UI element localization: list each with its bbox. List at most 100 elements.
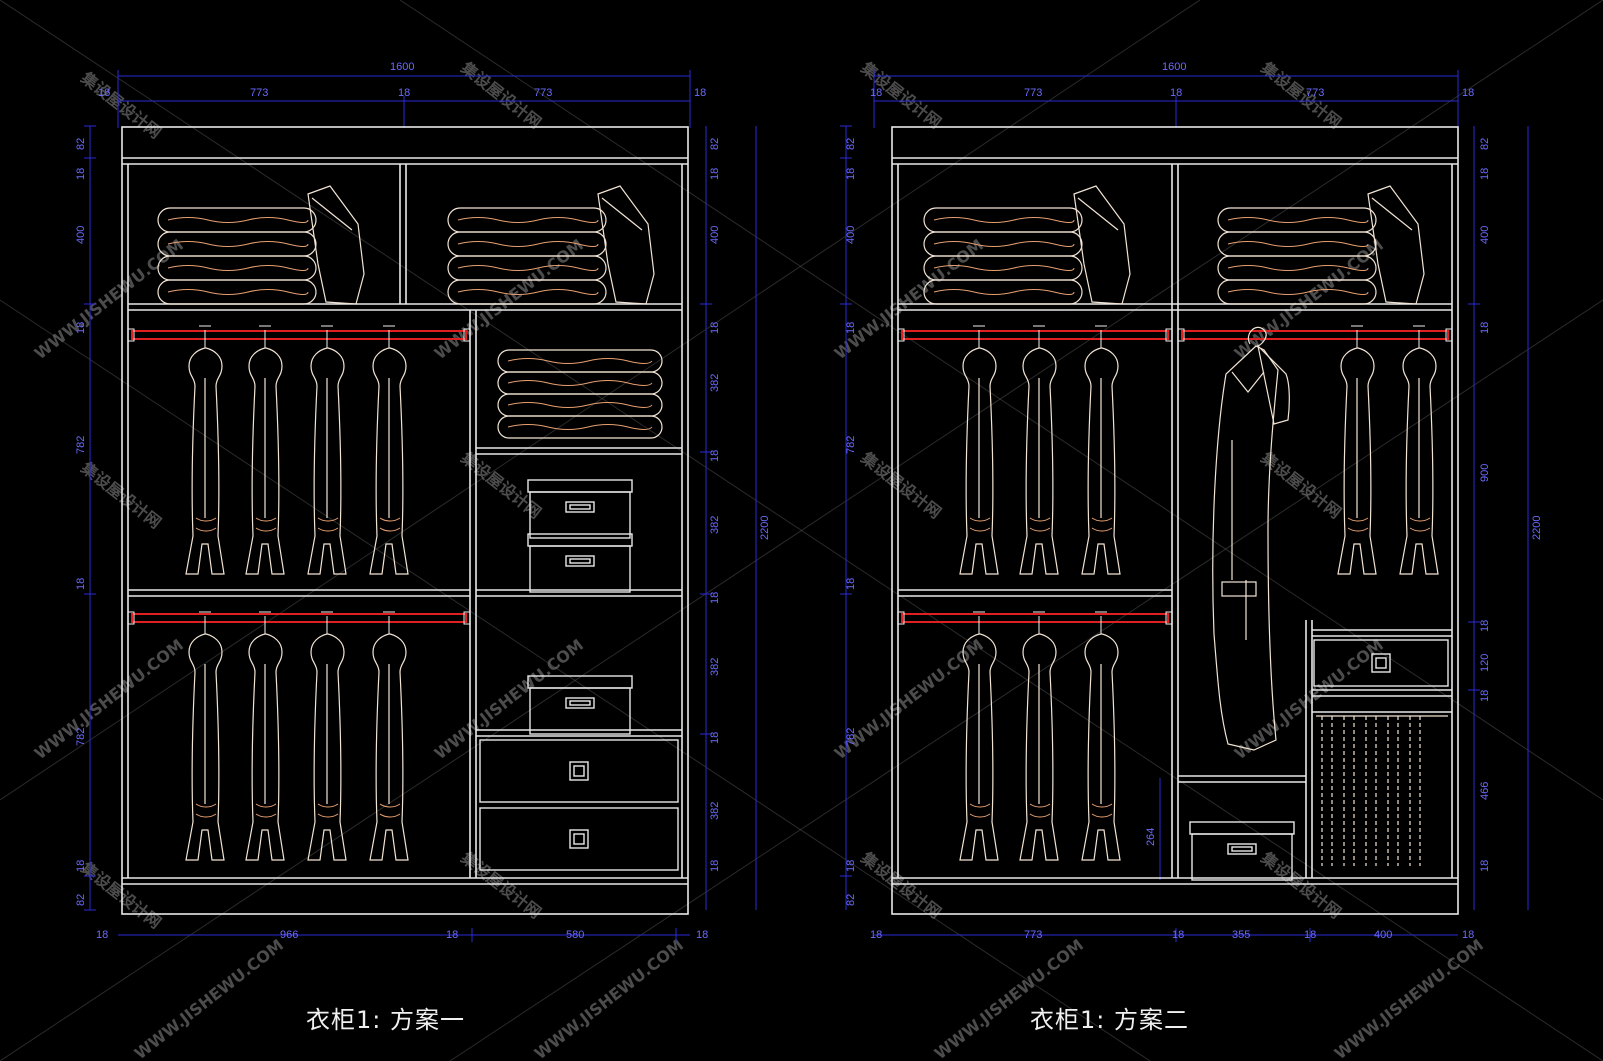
- dim-bottom: 18: [870, 929, 882, 941]
- dim-left-bay: 773: [250, 87, 268, 99]
- dim-bottom: 18: [696, 929, 708, 941]
- drawer: [1313, 639, 1449, 687]
- watermark-en: WWW.JISHEWU.COM: [131, 935, 287, 1061]
- trouser-rack: [1316, 715, 1448, 866]
- hanging-trousers: [1337, 325, 1377, 575]
- dim-left: 782: [75, 728, 87, 746]
- carcass: [121, 126, 689, 915]
- dim-left-bay: 773: [1024, 87, 1042, 99]
- dim-side-thickness: 18: [870, 87, 882, 99]
- dim-left: 18: [75, 578, 87, 590]
- dim-left: 18: [75, 860, 87, 872]
- dim-left: 782: [845, 436, 857, 454]
- wardrobe-plan-one: 1600 18 773 18 773 18 82 18 400 18 782 1…: [75, 61, 771, 942]
- dim-right: 82: [1479, 138, 1491, 150]
- dim-right: 900: [1479, 464, 1491, 482]
- dim-left: 18: [75, 168, 87, 180]
- watermark-en: WWW.JISHEWU.COM: [931, 935, 1087, 1061]
- dim-right: 18: [709, 168, 721, 180]
- dim-right-bay: 773: [534, 87, 552, 99]
- hanging-trousers: [185, 325, 225, 575]
- dim-right: 382: [709, 374, 721, 392]
- dim-left: 18: [845, 322, 857, 334]
- hanging-trousers: [1081, 325, 1121, 575]
- storage-box: [527, 675, 633, 735]
- dim-side-thickness-r: 18: [694, 87, 706, 99]
- watermark-en: WWW.JISHEWU.COM: [531, 935, 687, 1061]
- dim-total-width: 1600: [1162, 61, 1186, 73]
- dim-left: 82: [75, 894, 87, 906]
- hanging-trousers: [1019, 325, 1059, 575]
- dim-left: 18: [75, 322, 87, 334]
- storage-box: [527, 533, 633, 593]
- folded-clothes: [497, 349, 663, 439]
- watermark-en: WWW.JISHEWU.COM: [431, 635, 587, 763]
- dim-bottom: 773: [1024, 929, 1042, 941]
- hanging-trousers: [1399, 325, 1439, 575]
- dim-right: 18: [1479, 620, 1491, 632]
- dim-bottom: 966: [280, 929, 298, 941]
- hanging-trousers: [185, 611, 225, 861]
- dim-bottom: 18: [1172, 929, 1184, 941]
- dim-total-height: 2200: [1531, 516, 1543, 540]
- dim-right: 382: [709, 802, 721, 820]
- watermark-cn: 集设屋设计网: [1257, 58, 1345, 133]
- dim-left: 18: [845, 578, 857, 590]
- plan-one-caption: 衣柜1: 方案一: [306, 1006, 465, 1034]
- dim-side-thickness-r: 18: [1462, 87, 1474, 99]
- dim-right: 466: [1479, 782, 1491, 800]
- dim-right: 18: [1479, 168, 1491, 180]
- dim-mid-thickness: 18: [398, 87, 410, 99]
- dimension-lines: [840, 70, 1529, 942]
- dim-left: 782: [75, 436, 87, 454]
- dim-right: 18: [709, 860, 721, 872]
- dim-right: 82: [709, 138, 721, 150]
- hanging-trousers: [959, 325, 999, 575]
- drawer: [479, 739, 679, 803]
- watermark-en: WWW.JISHEWU.COM: [31, 635, 187, 763]
- watermark-en: WWW.JISHEWU.COM: [1331, 935, 1487, 1061]
- dim-left: 18: [845, 168, 857, 180]
- storage-box: [527, 479, 633, 539]
- dim-bottom: 18: [96, 929, 108, 941]
- dim-bottom: 400: [1374, 929, 1392, 941]
- hanging-trousers: [245, 611, 285, 861]
- dim-total-width: 1600: [390, 61, 414, 73]
- watermark-cn: 集设屋设计网: [857, 848, 945, 923]
- watermark-en: WWW.JISHEWU.COM: [1231, 635, 1387, 763]
- dim-bottom: 18: [1462, 929, 1474, 941]
- dim-right: 18: [709, 592, 721, 604]
- dim-total-height: 2200: [759, 516, 771, 540]
- dim-right: 18: [1479, 322, 1491, 334]
- watermark-cn: 集设屋设计网: [1257, 448, 1345, 523]
- dim-left: 82: [75, 138, 87, 150]
- hanging-trousers: [307, 611, 347, 861]
- dim-right: 18: [709, 450, 721, 462]
- watermark-cn: 集设屋设计网: [457, 58, 545, 133]
- dim-left: 82: [845, 894, 857, 906]
- dim-right: 18: [709, 732, 721, 744]
- hanging-rod-left-upper: [897, 328, 1173, 342]
- dim-right: 120: [1479, 654, 1491, 672]
- watermark-en: WWW.JISHEWU.COM: [1231, 235, 1387, 363]
- hanging-coat: [1212, 326, 1290, 751]
- dim-drawer-box: 264: [1145, 828, 1157, 846]
- watermark-en: WWW.JISHEWU.COM: [831, 235, 987, 363]
- dim-right: 18: [1479, 690, 1491, 702]
- hanging-trousers: [369, 325, 409, 575]
- dim-bottom: 18: [446, 929, 458, 941]
- folded-clothes: [923, 207, 1083, 305]
- dim-right: 400: [1479, 226, 1491, 244]
- hanging-rod-upper: [127, 328, 471, 342]
- hanging-trousers: [245, 325, 285, 575]
- hanging-rod-left-lower: [897, 611, 1173, 625]
- dim-bottom: 580: [566, 929, 584, 941]
- hanging-trousers: [369, 611, 409, 861]
- hanging-trousers: [1081, 611, 1121, 861]
- dim-left: 82: [845, 138, 857, 150]
- dim-bottom: 355: [1232, 929, 1250, 941]
- plan-two-caption: 衣柜1: 方案二: [1030, 1006, 1189, 1034]
- dim-left: 400: [845, 226, 857, 244]
- dim-right: 18: [1479, 860, 1491, 872]
